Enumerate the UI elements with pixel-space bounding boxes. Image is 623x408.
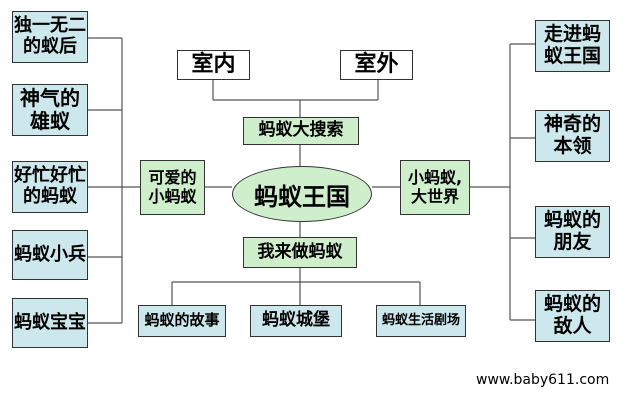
- left-leaf-baby: 蚂蚁宝宝: [12, 298, 88, 348]
- left-leaf-line: 神气的: [20, 86, 80, 110]
- bottom-leaf-story: 蚂蚁的故事: [138, 305, 226, 337]
- right-leaf-line: 本领: [553, 135, 592, 157]
- top-leaf-indoor: 室内: [177, 50, 250, 80]
- left-hub-line: 可爱的: [148, 168, 197, 188]
- left-leaf-line: 的蚁后: [23, 36, 77, 57]
- bottom-leaf-theater: 蚂蚁生活剧场: [376, 305, 466, 337]
- bottom-hub-label: 我来做蚂蚁: [257, 241, 343, 262]
- left-leaf-busy: 好忙好忙 的蚂蚁: [12, 161, 88, 213]
- footer-url: www.baby611.com: [476, 372, 610, 388]
- right-leaf-line: 神奇的: [543, 113, 601, 136]
- bottom-leaf-castle: 蚂蚁城堡: [250, 305, 342, 337]
- top-leaf-label: 室外: [354, 52, 399, 78]
- left-leaf-queen: 独一无二 的蚁后: [12, 11, 88, 63]
- right-hub-line: 小蚂蚁,: [407, 168, 463, 188]
- right-leaf-enemies: 蚂蚁的 敌人: [535, 290, 610, 342]
- top-hub: 蚂蚁大搜索: [243, 117, 359, 145]
- right-leaf-line: 蚂蚁的: [543, 293, 601, 316]
- right-hub: 小蚂蚁, 大世界: [400, 160, 470, 215]
- left-hub-line: 小蚂蚁: [148, 186, 197, 206]
- left-leaf-label: 蚂蚁宝宝: [14, 311, 86, 333]
- right-leaf-line: 走进蚂: [543, 23, 601, 46]
- right-leaf-line: 蚂蚁的: [543, 209, 601, 232]
- bottom-leaf-label: 蚂蚁的故事: [144, 311, 220, 330]
- left-leaf-male: 神气的 雄蚁: [12, 84, 88, 136]
- right-leaf-line: 朋友: [553, 231, 592, 253]
- top-leaf-label: 室内: [191, 52, 236, 78]
- center-label: 蚂蚁王国: [254, 182, 350, 211]
- center-node: 蚂蚁王国: [232, 166, 372, 222]
- right-hub-line: 大世界: [410, 186, 459, 206]
- left-leaf-line: 独一无二: [14, 15, 86, 37]
- top-leaf-outdoor: 室外: [340, 50, 413, 80]
- right-leaf-line: 敌人: [553, 315, 592, 337]
- left-leaf-line: 的蚂蚁: [23, 186, 77, 207]
- right-leaf-enter: 走进蚂 蚁王国: [535, 20, 610, 72]
- left-leaf-line: 好忙好忙: [14, 165, 86, 187]
- right-leaf-friends: 蚂蚁的 朋友: [535, 206, 610, 258]
- top-hub-label: 蚂蚁大搜索: [258, 120, 344, 141]
- bottom-hub: 我来做蚂蚁: [243, 237, 357, 268]
- right-leaf-line: 蚁王国: [543, 45, 601, 67]
- bottom-leaf-label: 蚂蚁生活剧场: [381, 312, 460, 328]
- left-leaf-soldier: 蚂蚁小兵: [12, 230, 88, 280]
- left-leaf-line: 雄蚁: [30, 109, 70, 133]
- bottom-leaf-label: 蚂蚁城堡: [262, 310, 330, 331]
- left-hub: 可爱的 小蚂蚁: [140, 160, 205, 215]
- right-leaf-ability: 神奇的 本领: [535, 110, 610, 162]
- left-leaf-label: 蚂蚁小兵: [14, 243, 86, 265]
